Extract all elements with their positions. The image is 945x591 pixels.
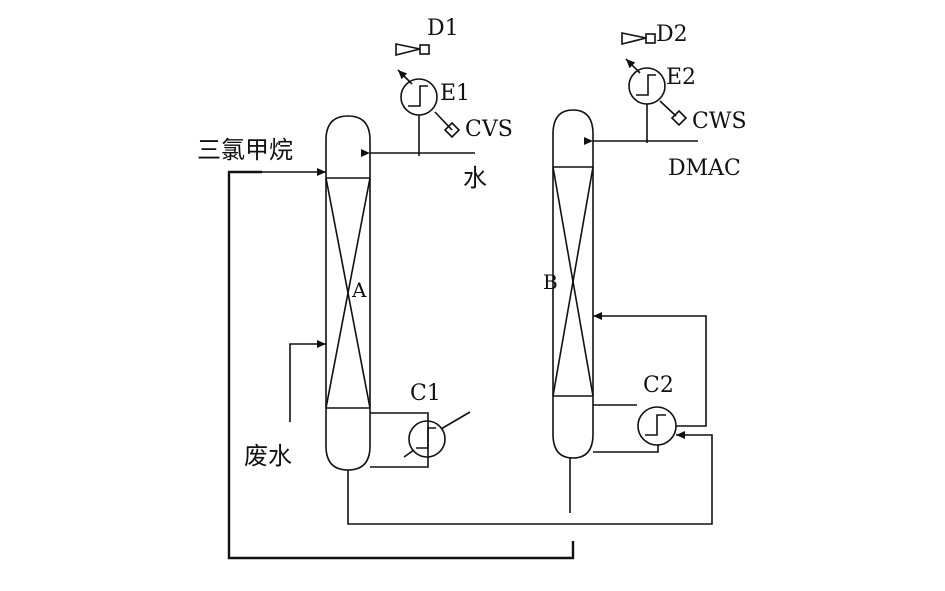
cvs-line [434, 111, 453, 131]
label-e2: E2 [666, 65, 697, 90]
c1-loop [370, 412, 429, 468]
label-column-a: A [352, 278, 367, 302]
column-a [325, 115, 371, 471]
label-water: 水 [463, 164, 487, 192]
label-e1: E1 [440, 81, 471, 106]
label-d1: D1 [427, 16, 459, 41]
column-a-packing-line [325, 177, 371, 409]
a-bottoms-to-b-line [347, 431, 713, 525]
label-dmac: DMAC [668, 156, 741, 181]
column-b-packing-line [552, 166, 594, 397]
label-cvs: CVS [465, 117, 513, 142]
reboiler-c1 [403, 411, 471, 458]
cws-line [659, 100, 677, 117]
label-column-b: B [543, 270, 558, 294]
vacuum-unit-d1 [395, 43, 430, 57]
label-cws: CWS [692, 109, 747, 134]
vacuum-unit-d2 [621, 32, 656, 46]
label-c2: C2 [643, 373, 674, 398]
e1-vent-arrow [397, 69, 413, 85]
condenser-e1 [400, 78, 438, 116]
condenser-e2 [628, 67, 666, 105]
label-c1: C1 [410, 381, 441, 406]
cvs-valve-icon [443, 121, 461, 139]
column-b [552, 109, 594, 459]
wastewater-feed-line [289, 340, 326, 422]
e2-vent-arrow [625, 58, 641, 74]
reboiler-c2 [637, 406, 677, 446]
label-wastewater: 废水 [244, 442, 292, 470]
label-d2: D2 [656, 22, 688, 47]
b-vapor-return-line [593, 312, 707, 427]
cws-valve-icon [670, 109, 688, 127]
c2-return [593, 445, 659, 453]
recycle-line [227, 170, 575, 560]
label-chloroform: 三氯甲烷 [197, 136, 293, 164]
